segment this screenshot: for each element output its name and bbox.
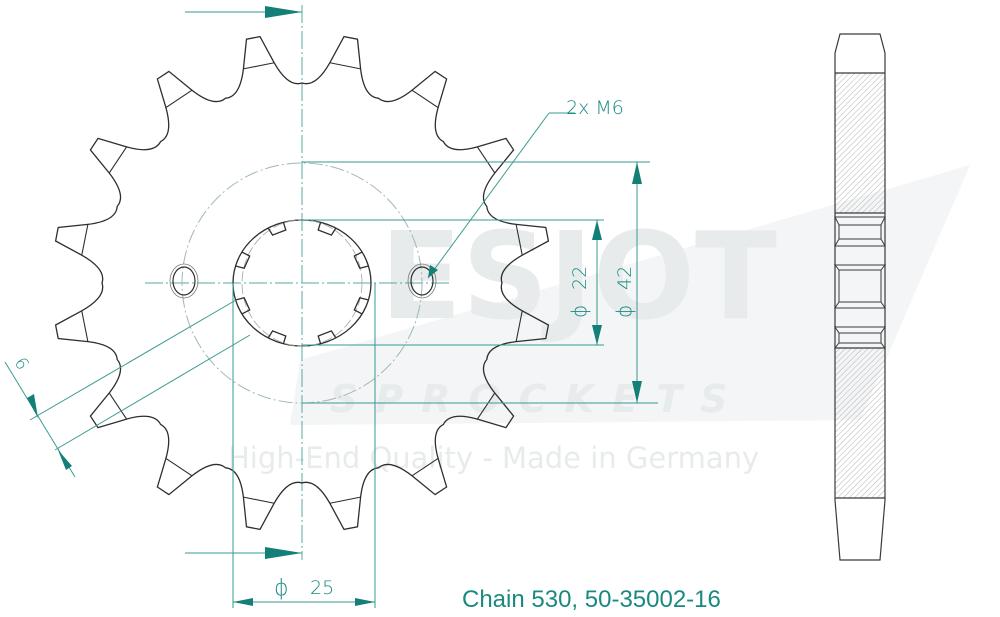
- tooth-chamfer-line: [476, 146, 496, 174]
- tooth-chamfer-line: [476, 392, 496, 420]
- side-view: [833, 33, 887, 561]
- watermark: ESJOT SPROCKETS High-End Quality - Made …: [228, 165, 970, 475]
- tooth-chamfer-line: [515, 224, 523, 256]
- spline-notch: [317, 222, 337, 236]
- bolt-hole-right: [410, 266, 434, 296]
- bore-diameter-label: ϕ 22: [567, 266, 591, 318]
- watermark-brand: ESJOT: [380, 208, 777, 347]
- thickness-label: 6: [10, 354, 33, 374]
- bolt-hole-left-thread: [169, 263, 199, 299]
- svg-text:25: 25: [310, 577, 334, 599]
- bolt-holes: [169, 263, 437, 299]
- tooth-chamfer-line: [81, 224, 89, 256]
- watermark-tagline: High-End Quality - Made in Germany: [228, 441, 759, 475]
- tooth-chamfer-line: [81, 310, 89, 342]
- svg-text:22: 22: [569, 266, 591, 290]
- dimension-lines: [4, 11, 658, 608]
- bolt-hole-label: 2x M6: [566, 97, 624, 119]
- svg-text:ϕ: ϕ: [567, 305, 591, 318]
- bolt-circle-diameter-label: ϕ 42: [612, 266, 636, 318]
- watermark-subtitle: SPROCKETS: [330, 377, 745, 421]
- spline-notch: [235, 297, 251, 315]
- svg-text:ϕ: ϕ: [274, 576, 289, 601]
- part-caption: Chain 530, 50-35002-16: [462, 586, 721, 613]
- tooth-chamfer-line: [243, 62, 275, 70]
- tooth-chamfer-line: [108, 392, 128, 420]
- arrowheads: [27, 6, 642, 606]
- tooth-chamfer-line: [243, 496, 275, 504]
- hub-diameter-label: ϕ 25: [274, 576, 334, 601]
- spline-notch: [235, 251, 251, 269]
- tooth-chamfer-line: [329, 496, 361, 504]
- tooth-chamfer-line: [165, 457, 193, 477]
- spline-notch: [353, 297, 369, 315]
- spline-notches: [235, 222, 369, 344]
- tooth-tip-lines: [81, 62, 523, 504]
- spline-notch: [267, 222, 287, 236]
- bolt-hole-left: [172, 266, 196, 296]
- bolt-hole-right-thread: [407, 263, 437, 299]
- svg-text:ϕ: ϕ: [612, 305, 636, 318]
- tooth-chamfer-line: [515, 310, 523, 342]
- tooth-chamfer-line: [108, 146, 128, 174]
- sprocket-outline: [54, 35, 550, 531]
- tooth-chamfer-line: [411, 89, 439, 109]
- tooth-chamfer-line: [411, 457, 439, 477]
- spline-notch: [267, 330, 287, 344]
- spline-notch: [317, 330, 337, 344]
- spline-notch: [353, 251, 369, 269]
- svg-text:42: 42: [614, 266, 636, 290]
- svg-text:6: 6: [10, 354, 33, 374]
- tooth-chamfer-line: [329, 62, 361, 70]
- tooth-chamfer-line: [165, 89, 193, 109]
